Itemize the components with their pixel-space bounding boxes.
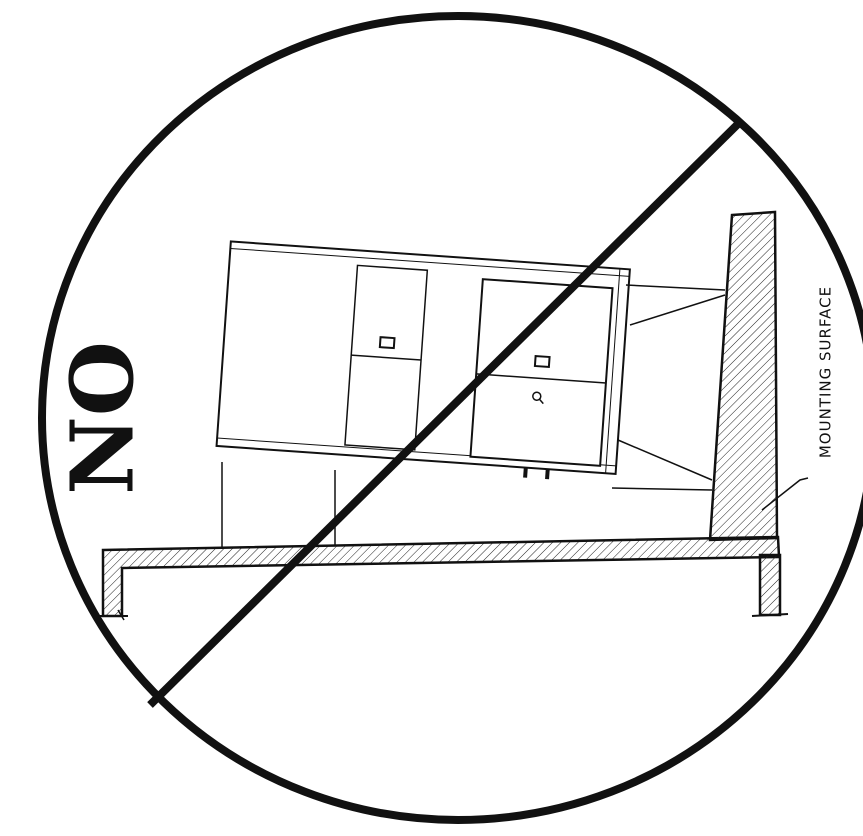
mounting-surface-label: MOUNTING SURFACE bbox=[817, 286, 835, 458]
lock-icon bbox=[532, 391, 542, 401]
right-handle-icon bbox=[533, 354, 551, 369]
right-door-unit bbox=[469, 278, 614, 467]
left-door-unit bbox=[344, 264, 429, 451]
prohibition-sign bbox=[38, 12, 863, 824]
mounting-brackets bbox=[611, 284, 726, 491]
floor-slab bbox=[96, 535, 781, 621]
support-lines bbox=[221, 462, 336, 548]
right-support-leg bbox=[751, 553, 789, 617]
left-handle-icon bbox=[378, 336, 396, 350]
cabinet bbox=[215, 240, 631, 480]
mounting-wall bbox=[708, 210, 779, 542]
label-leader bbox=[761, 477, 809, 511]
verdict-label: NO bbox=[53, 341, 154, 495]
